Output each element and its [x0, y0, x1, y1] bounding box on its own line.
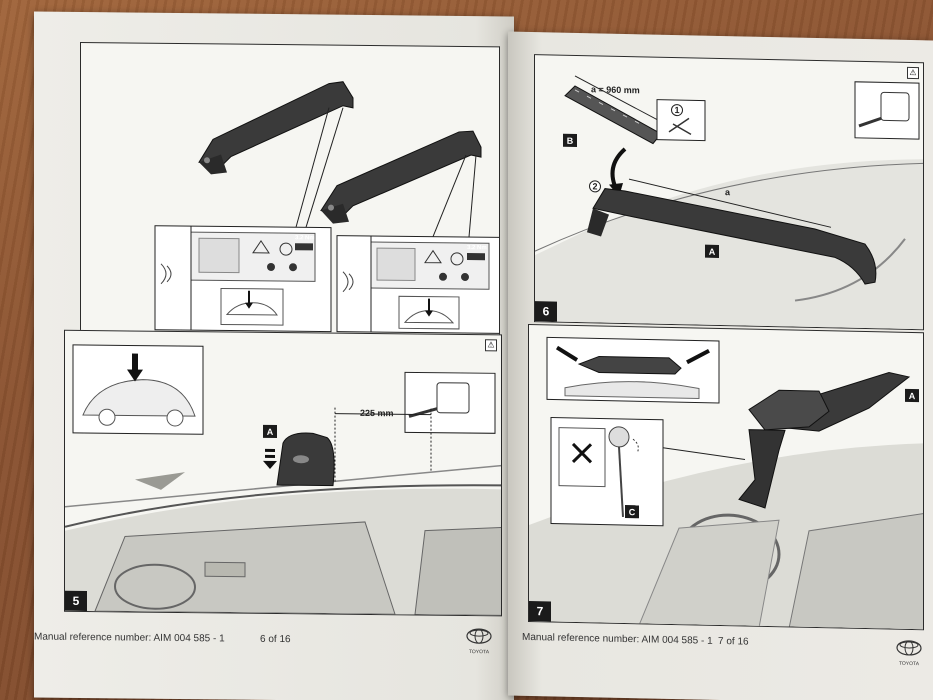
step-6-illustration [535, 75, 924, 331]
footer-page-number-left: 6 of 16 [260, 633, 291, 646]
step-number-5: 5 [65, 590, 87, 612]
part-label-a: A [263, 424, 277, 439]
step-5-panel: A 225 mm ⚠ 5 [64, 329, 502, 617]
step-7-illustration [529, 336, 924, 631]
manual-page-left: 3.2 Nm 3.2 Nm [34, 11, 514, 700]
toyota-emblem-icon [896, 640, 922, 656]
footer-page-number-right: 7 of 16 [718, 635, 749, 648]
torque-label-left: 3.2 Nm [295, 235, 315, 242]
step-5-illustration [65, 344, 502, 617]
dimension-225mm: 225 mm [360, 407, 394, 419]
step-7-panel: A C 7 [528, 323, 924, 631]
warning-icon-step6: ⚠ [907, 66, 919, 80]
torque-label-right: 3.2 Nm [467, 245, 487, 252]
toyota-logo-text: TOYOTA [468, 649, 490, 656]
footer-reference-left: Manual reference number: AIM 004 585 - 1 [34, 631, 225, 645]
dimension-960mm: a = 960 mm [591, 84, 640, 96]
step-number-7: 7 [529, 600, 551, 622]
toyota-emblem-icon [466, 628, 492, 644]
manual-page-right: a = 960 mm 1 2 B a A ⚠ 6 [508, 31, 933, 700]
roof-bar-overview-panel: 3.2 Nm 3.2 Nm [80, 41, 500, 337]
toyota-logo-left: TOYOTA [464, 628, 494, 655]
part-label-c: C [625, 504, 639, 519]
toyota-logo-text: TOYOTA [898, 660, 920, 668]
step-number-6: 6 [535, 301, 557, 322]
roof-bars-illustration [154, 81, 500, 334]
toyota-logo-right: TOYOTA [894, 640, 924, 668]
part-label-b: B [563, 133, 577, 147]
callout-1: 1 [671, 103, 683, 117]
step-6-panel: a = 960 mm 1 2 B a A ⚠ 6 [534, 54, 924, 331]
dimension-a: a [725, 187, 731, 198]
callout-2: 2 [589, 180, 601, 193]
part-label-a-step6: A [705, 244, 719, 258]
warning-icon: ⚠ [485, 339, 497, 352]
part-label-a-step7: A [905, 388, 919, 403]
footer-reference-right: Manual reference number: AIM 004 585 - 1 [522, 631, 713, 647]
